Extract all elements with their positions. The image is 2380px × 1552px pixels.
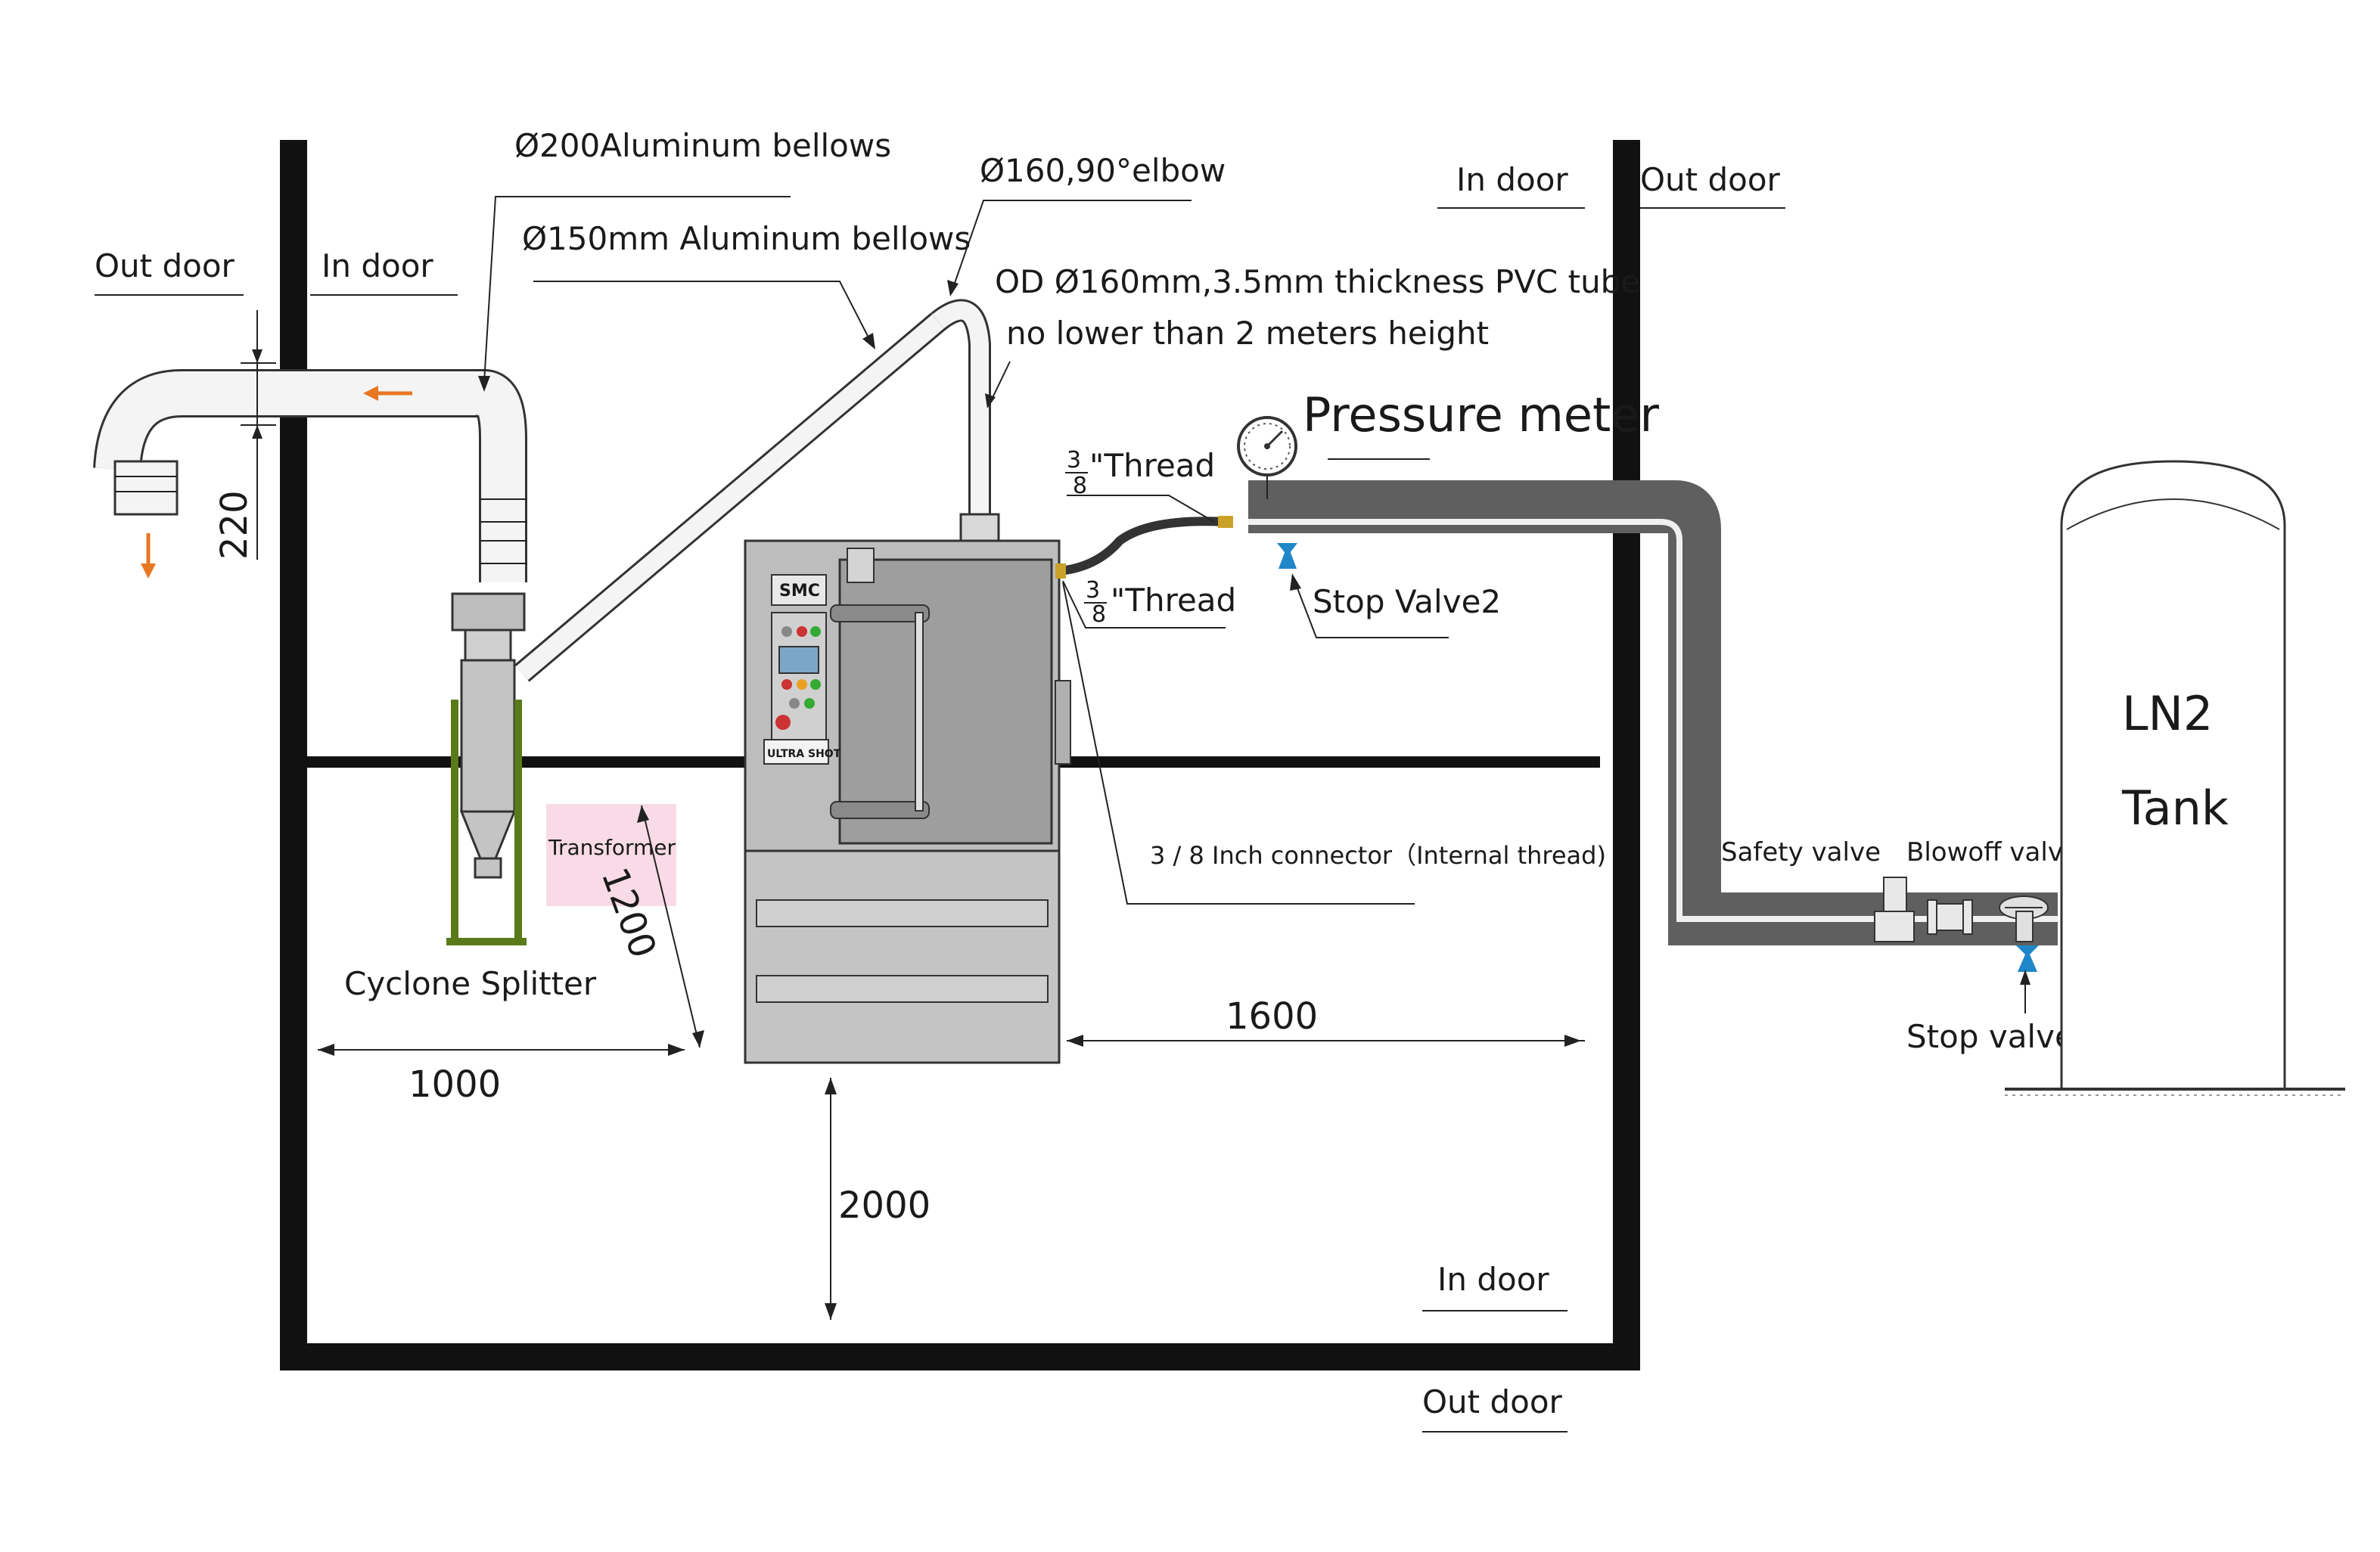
label-bellows-200: Ø200Aluminum bellows (478, 127, 891, 392)
flow-arrow-down (141, 533, 156, 579)
door-label-in-bottom: In door (1422, 1261, 1568, 1311)
svg-text:3: 3 (1086, 577, 1100, 604)
dimension-1600: 1600 (1067, 995, 1585, 1047)
svg-text:In door: In door (1456, 161, 1568, 198)
door-label-in-left: In door (310, 247, 458, 296)
pressure-meter (1237, 416, 1297, 499)
svg-text:3: 3 (1067, 447, 1081, 473)
svg-text:3 / 8 Inch connector（Internal: 3 / 8 Inch connector（Internal thread) (1150, 841, 1606, 870)
label-thread-mid: 3 8 "Thread (1062, 577, 1236, 629)
svg-text:Ø200Aluminum bellows: Ø200Aluminum bellows (514, 127, 891, 164)
safety-valve-label: Safety valve (1721, 837, 1881, 868)
stop-valve1 (1999, 896, 2049, 972)
svg-text:Ø160,90°elbow: Ø160,90°elbow (980, 152, 1226, 189)
stop-valve2 (1277, 543, 1297, 569)
svg-text:Out door: Out door (1640, 161, 1781, 198)
tank-label-tank: Tank (2121, 781, 2229, 836)
blowoff-valve-label: Blowoff valve (1906, 837, 2079, 868)
svg-text:Out door: Out door (95, 247, 235, 284)
label-thread-top: 3 8 "Thread (1065, 447, 1215, 523)
svg-text:Pressure meter: Pressure meter (1303, 387, 1659, 442)
svg-text:220: 220 (213, 490, 256, 560)
room-walls (280, 140, 1640, 1370)
cyclone-splitter-label: Cyclone Splitter (344, 965, 597, 1002)
svg-text:OD Ø160mm,3.5mm thickness PVC: OD Ø160mm,3.5mm thickness PVC tube (995, 263, 1640, 300)
transformer: Transformer (546, 804, 676, 906)
blowoff-valve (1927, 899, 1973, 935)
door-label-out-left: Out door (95, 247, 244, 296)
svg-text:In door: In door (322, 247, 433, 284)
safety-valve (1874, 877, 1915, 942)
label-stop-valve2: Stop Valve2 (1290, 573, 1501, 638)
label-connector: 3 / 8 Inch connector（Internal thread) (1062, 582, 1606, 905)
svg-text:1000: 1000 (409, 1063, 501, 1106)
svg-text:8: 8 (1073, 473, 1087, 499)
svg-text:2000: 2000 (838, 1184, 931, 1227)
svg-text:"Thread: "Thread (1089, 447, 1215, 484)
exhaust-duct (93, 369, 527, 582)
label-pressure-meter: Pressure meter (1303, 387, 1659, 460)
dimension-220: 220 (213, 310, 276, 560)
svg-text:1600: 1600 (1226, 995, 1318, 1038)
door-label-out-top: Out door (1640, 161, 1785, 209)
dimension-2000: 2000 (825, 1078, 931, 1320)
svg-text:Ø150mm Aluminum bellows: Ø150mm Aluminum bellows (522, 220, 971, 257)
svg-text:Out door: Out door (1422, 1383, 1563, 1420)
bellows-150-duct (514, 299, 991, 682)
svg-text:Transformer: Transformer (548, 835, 676, 860)
cyclone-splitter (446, 592, 527, 945)
label-pvc-tube: OD Ø160mm,3.5mm thickness PVC tube no lo… (985, 263, 1640, 408)
label-bellows-150: Ø150mm Aluminum bellows (522, 220, 971, 349)
svg-text:no lower than 2 meters height: no lower than 2 meters height (1006, 315, 1489, 352)
svg-text:In door: In door (1437, 1261, 1549, 1298)
svg-text:8: 8 (1092, 601, 1106, 628)
product-badge: ULTRA SHOT (767, 748, 841, 760)
svg-text:"Thread: "Thread (1111, 582, 1236, 619)
tank-label-ln2: LN2 (2122, 686, 2213, 741)
ultrashot-machine: SMC ULTRA SHOT (744, 513, 1071, 1064)
brand-logo: SMC (779, 582, 820, 601)
door-label-out-bottom: Out door (1422, 1383, 1568, 1432)
door-label-in-top: In door (1437, 161, 1585, 209)
flex-hose (1055, 516, 1233, 579)
insulated-ln2-pipe (1248, 480, 2058, 945)
ln2-tank: LN2 Tank (2005, 460, 2345, 1096)
flow-arrow-left (363, 386, 412, 401)
dimension-1000: 1000 (318, 1044, 685, 1106)
svg-text:Stop Valve2: Stop Valve2 (1313, 583, 1501, 620)
label-elbow: Ø160,90°elbow (947, 152, 1226, 296)
